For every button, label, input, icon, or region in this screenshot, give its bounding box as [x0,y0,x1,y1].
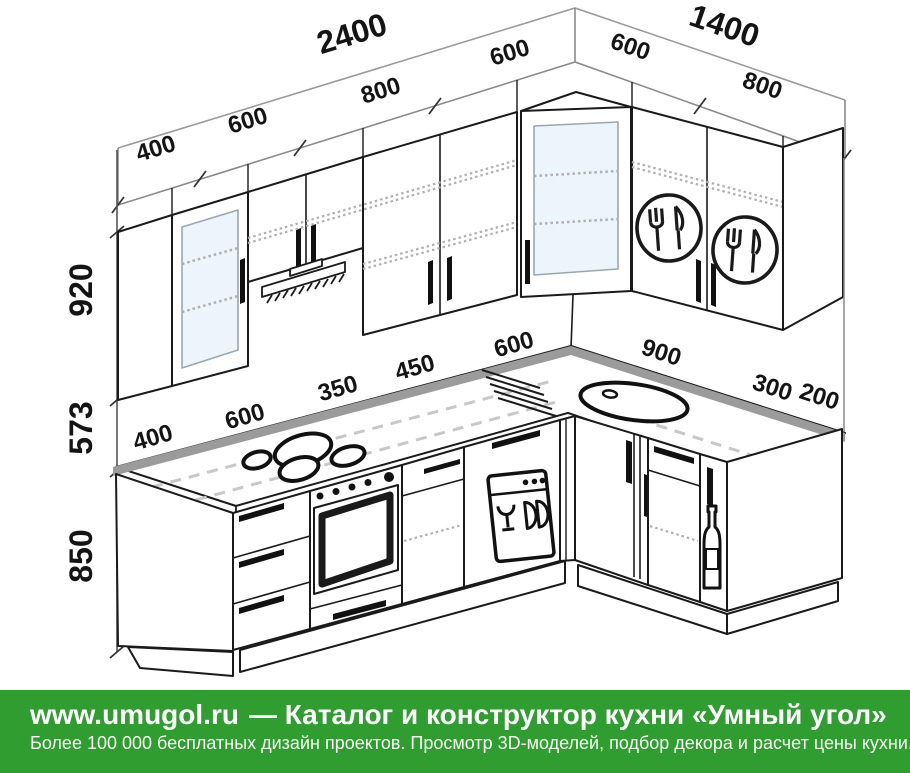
wall-cabinet-corner-glass [520,91,632,298]
base-cabinet-bottle-cargo [699,453,728,612]
footer-headline: www.umugol.ru — Каталог и конструктор кух… [30,697,910,732]
kitchen-drawing: 2400 1400 400 600 800 600 600 800 920 57… [63,0,852,677]
counter-back-edge [571,346,845,442]
wall-cabinet-glass-400 [171,191,249,387]
handle [239,595,284,614]
handle [296,228,301,272]
glass-panel [533,121,619,276]
hob-burners-icon [241,431,367,483]
wall-cabinets [117,80,845,432]
base-side-panel-right [726,428,843,612]
height-dimensions: 920 573 850 [63,150,125,659]
dim-wall-l-400: 400 [133,130,179,168]
dim-base-r-200: 200 [796,378,842,416]
handle [696,259,701,303]
handle [240,258,245,304]
handle [492,430,540,449]
sink-icon [578,380,690,424]
dim-base-r-900: 900 [638,334,684,372]
base-cabinet-300 [647,437,701,603]
handle [424,459,460,474]
dim-wall-l-600c: 600 [487,34,533,72]
handle [428,260,433,305]
dim-base-l-350: 350 [315,370,361,407]
dim-wall-total-left: 2400 [312,6,391,61]
dim-height-base: 850 [63,529,99,582]
dim-wall-r-600: 600 [607,28,654,67]
dim-wall-l-600: 600 [225,102,271,140]
oven-icon [313,472,399,595]
dim-base-l-400: 400 [130,419,176,456]
handle [311,224,316,268]
wall-cabinet-hood-600 [247,156,364,283]
wall-cabinet-side-panel [117,214,173,401]
glass-panel [181,209,239,369]
cooker-hood-icon [261,258,346,304]
wall-cabinet-800-left [362,111,518,336]
dishwasher-icon [486,468,556,564]
plinth [127,560,839,677]
wall-cabinet-side-panel-right [782,127,844,331]
wall-cabinet-800-right [631,106,784,331]
handle [711,263,716,307]
dim-height-apron: 573 [63,401,99,454]
handle [333,600,386,620]
drainboard-lines [481,369,557,417]
fork-knife-icon [711,215,779,285]
dim-wall-r-800: 800 [739,67,786,106]
base-cabinet-sink [574,415,650,586]
footer-subline: Более 100 000 бесплатных дизайн проектов… [30,733,910,753]
handle [239,549,284,568]
dim-wall-l-800: 800 [358,72,404,110]
footer-site-link[interactable]: www.umugol.ru [30,699,239,730]
footer-tagline: — Каталог и конструктор кухни «Умный уго… [248,699,887,730]
handle [626,440,632,484]
dim-wall-total-right: 1400 [685,0,764,54]
handle [654,446,694,464]
base-side-panel-left [115,473,234,652]
handle [525,240,530,284]
dim-height-wall: 920 [63,263,99,316]
handle [447,256,452,301]
bottle-icon [702,504,722,590]
dim-base-l-450: 450 [392,349,438,386]
dim-base-r-300: 300 [749,369,795,407]
handle [707,467,713,506]
base-cabinets [115,415,843,677]
site-footer-banner: www.umugol.ru — Каталог и конструктор кух… [0,690,910,773]
counter-back-edge [113,346,571,476]
base-cabinet-oven [309,464,403,630]
base-corner-post [559,415,576,562]
base-cabinet-350 [401,446,472,605]
handle [239,503,284,522]
base-cabinet-drawers [232,490,311,651]
base-cabinet-dishwasher [463,419,561,588]
